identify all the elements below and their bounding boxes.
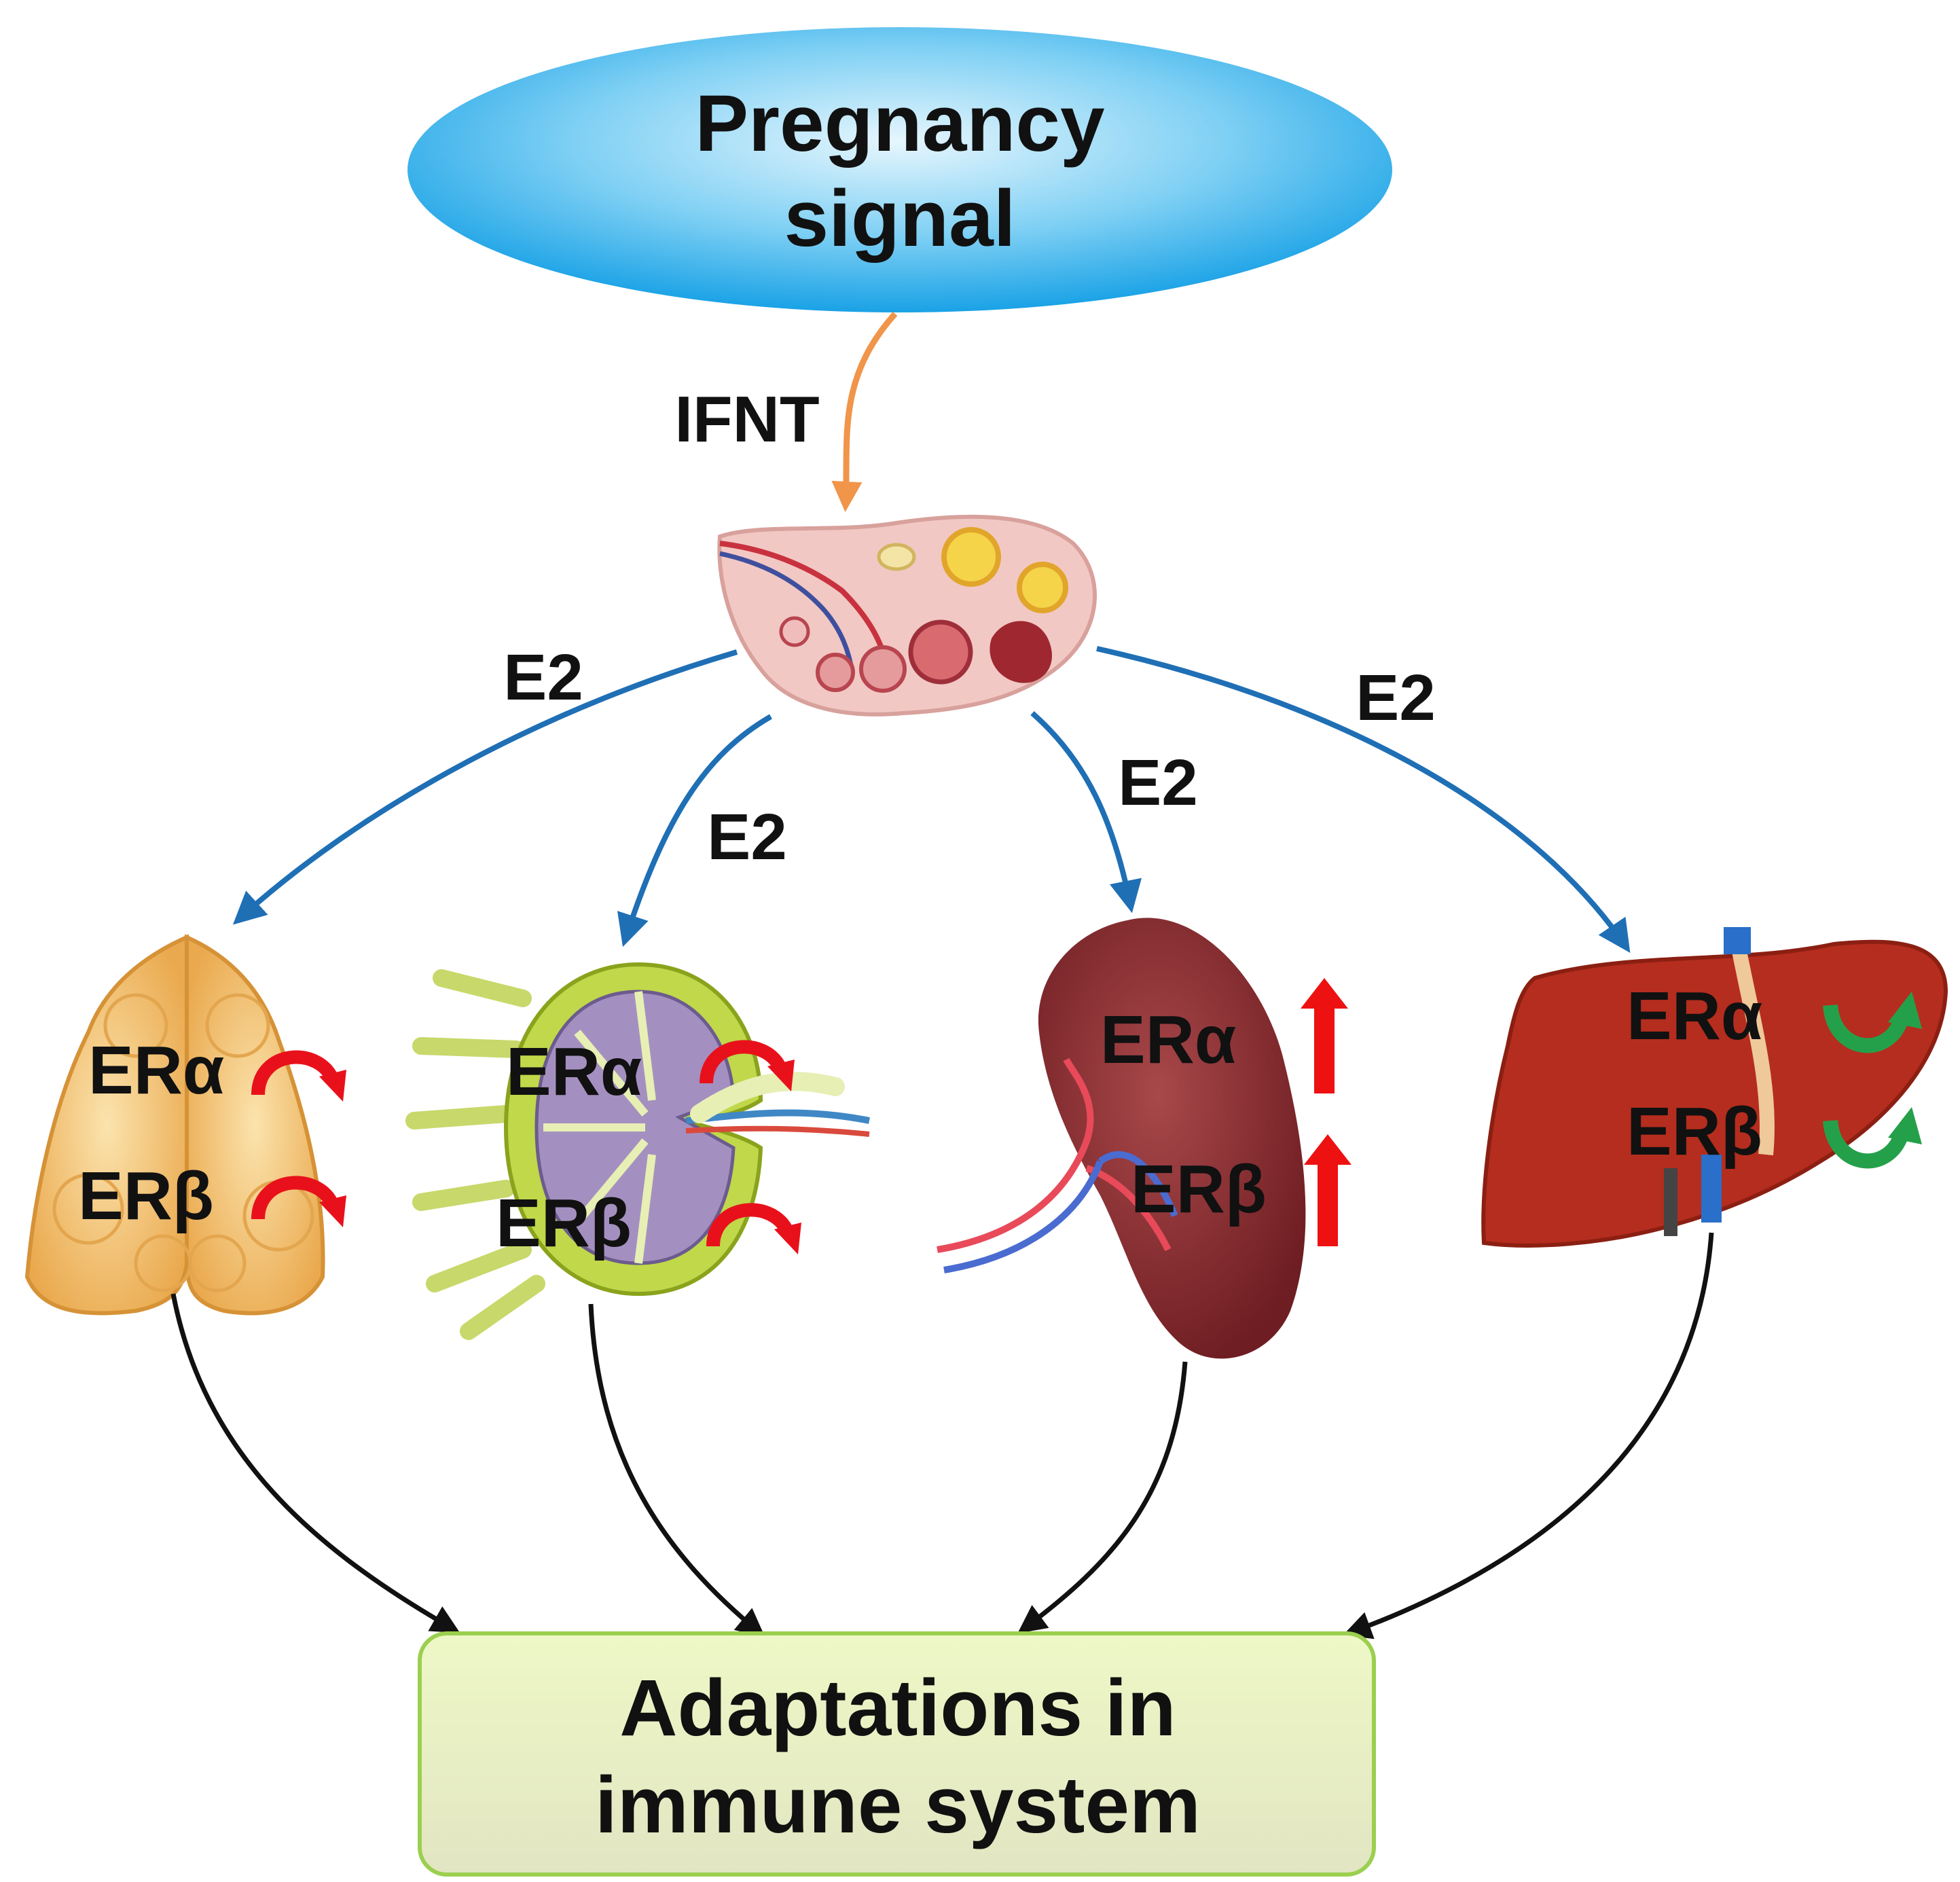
e2-arrow-liver xyxy=(1096,646,1631,953)
pregnancy-signal-line1: Pregnancy xyxy=(695,79,1104,168)
lymph-node-er-beta: ERβ xyxy=(496,1185,632,1261)
liver-ligament xyxy=(1731,945,1775,1156)
lymph-node-illustration xyxy=(405,962,870,1340)
thymus-to-outcome-arrow xyxy=(170,1293,460,1633)
corpus-albicans xyxy=(877,543,916,571)
lymph-node-er-alpha: ERα xyxy=(506,1034,642,1110)
thymus-right-lobe xyxy=(185,934,325,1316)
ovary-vessel-red xyxy=(719,541,886,653)
corpus-luteum xyxy=(941,527,1001,587)
follicle xyxy=(816,653,855,692)
green-u-arrow-icon-head xyxy=(1888,992,1922,1029)
thymus-left-lobe xyxy=(24,934,189,1316)
thymus-lobule xyxy=(188,1234,247,1292)
e2-label-thymus: E2 xyxy=(503,641,583,714)
liver-illustration xyxy=(1481,927,1948,1248)
thymus-er-beta: ERβ xyxy=(78,1158,214,1234)
lymph-node-to-outcome-arrow xyxy=(588,1303,765,1637)
thymus-lobule xyxy=(52,1173,124,1245)
liver-er-alpha: ERα xyxy=(1627,978,1762,1054)
thymus-illustration xyxy=(24,934,325,1316)
curved-red-arrow-icon-head xyxy=(774,1223,801,1254)
up-red-arrow-icon xyxy=(1301,978,1348,1093)
e2-arrow-thymus xyxy=(232,649,738,925)
thymus-er-alpha: ERα xyxy=(88,1032,224,1108)
thymus-lobule xyxy=(205,993,270,1058)
green-u-arrow-icon xyxy=(1823,1004,1909,1053)
e2-arrow-lymph-node xyxy=(617,714,773,947)
ovary-vessel-blue xyxy=(719,551,855,673)
efferent-vessel xyxy=(685,1125,870,1137)
outcome-line2: immune system xyxy=(595,1760,1201,1850)
up-red-arrow-icon xyxy=(1304,1134,1351,1246)
spleen-er-alpha: ERα xyxy=(1100,1002,1236,1078)
ifnt-label: IFNT xyxy=(674,383,819,456)
spleen-illustration xyxy=(937,918,1306,1359)
spleen-artery xyxy=(937,1057,1172,1253)
curved-red-arrow-icon-head xyxy=(767,1060,795,1091)
ifnt-arrow xyxy=(831,311,898,512)
curved-red-arrow-icon xyxy=(251,1050,340,1096)
curved-red-arrow-icon xyxy=(706,1203,795,1247)
pregnancy-signal-line2: signal xyxy=(784,174,1016,264)
thymus-lobule xyxy=(103,993,168,1058)
green-u-arrow-icon xyxy=(1823,1119,1909,1169)
vena-cava xyxy=(1724,927,1751,954)
lymph-vessel xyxy=(405,969,545,1340)
hepatic-vessel xyxy=(1664,1168,1677,1236)
spleen-vein xyxy=(943,1151,1178,1273)
curved-red-arrow-icon-head xyxy=(319,1195,346,1227)
liver-er-beta: ERβ xyxy=(1627,1093,1762,1170)
pregnancy-signal-ellipse xyxy=(407,27,1392,312)
outcome-line1: Adaptations in xyxy=(619,1663,1176,1753)
ruptured-follicle xyxy=(990,621,1052,683)
follicle xyxy=(779,616,810,647)
follicle xyxy=(859,645,907,693)
spleen-body xyxy=(1038,918,1306,1359)
lymph-node-septa xyxy=(543,991,656,1264)
outcome-node: Adaptations in immune system xyxy=(418,1631,1376,1877)
e2-label-lymph-node: E2 xyxy=(707,801,786,873)
curved-red-arrow-icon-head xyxy=(319,1070,346,1102)
outcome-box xyxy=(418,1631,1376,1877)
spleen-er-beta: ERβ xyxy=(1131,1151,1267,1227)
ovary-illustration xyxy=(717,514,1097,717)
liver-to-outcome-arrow xyxy=(1343,1232,1714,1640)
follicle xyxy=(908,619,973,685)
spleen-to-outcome-arrow xyxy=(1017,1361,1188,1634)
curved-red-arrow-icon xyxy=(251,1176,340,1220)
portal-vein xyxy=(1701,1155,1722,1223)
pregnancy-signal-node: Pregnancy signal xyxy=(407,27,1392,312)
efferent-lymph xyxy=(690,1072,845,1123)
green-u-arrow-icon-head xyxy=(1888,1107,1922,1144)
e2-arrow-spleen xyxy=(1030,710,1142,913)
corpus-luteum xyxy=(1017,562,1068,613)
e2-label-liver: E2 xyxy=(1356,662,1435,734)
curved-red-arrow-icon xyxy=(700,1040,788,1084)
e2-label-spleen: E2 xyxy=(1118,746,1197,819)
